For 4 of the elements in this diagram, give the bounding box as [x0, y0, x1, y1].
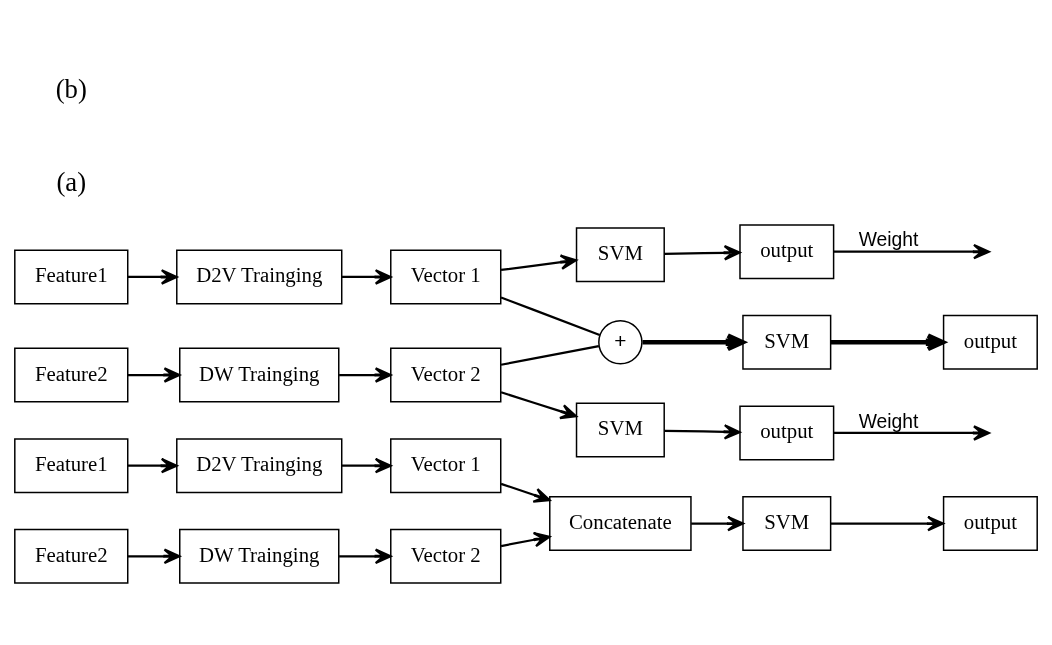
label: (b): [55, 73, 87, 104]
label: (a): [56, 166, 87, 197]
edge-label: Weight: [858, 410, 919, 432]
edge-label: Weight: [858, 228, 919, 250]
